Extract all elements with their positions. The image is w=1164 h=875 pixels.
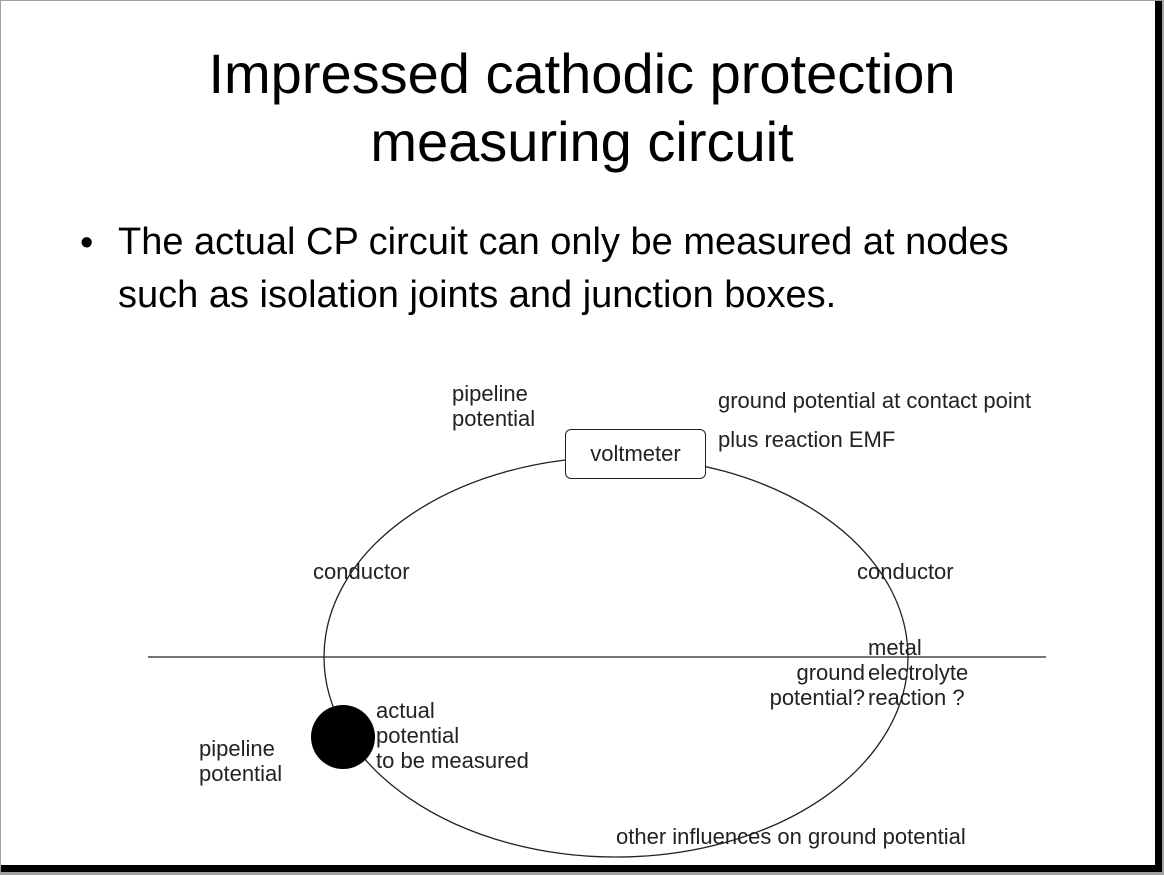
ground-potential-question: ground potential? <box>755 660 865 710</box>
bullet-text: The actual CP circuit can only be measur… <box>118 221 1009 316</box>
label-line: plus reaction EMF <box>718 427 896 452</box>
label-line: ground <box>796 660 865 685</box>
conductor-right: conductor <box>857 559 954 584</box>
label-line: metal <box>868 635 922 660</box>
metal-electrolyte-reaction: metal electrolyte reaction ? <box>868 635 968 710</box>
pipeline-node <box>311 705 375 769</box>
voltmeter-label: voltmeter <box>590 441 681 466</box>
label-line: to be measured <box>376 748 529 773</box>
label-line: actual <box>376 698 435 723</box>
actual-potential: actual potential to be measured <box>376 698 529 773</box>
title-line-1: Impressed cathodic protection <box>208 42 956 105</box>
label-line: potential <box>452 406 536 431</box>
label-line: reaction ? <box>868 685 965 710</box>
label-line: potential <box>376 723 460 748</box>
pipeline-potential-top: pipeline potential <box>452 381 535 431</box>
label-line: electrolyte <box>868 660 969 685</box>
slide-title: Impressed cathodic protection measuring … <box>0 40 1164 176</box>
pipeline-potential-bottom: pipeline potential <box>199 736 282 786</box>
other-influences: other influences on ground potential <box>616 824 966 849</box>
bullet-icon: • <box>80 222 94 264</box>
title-line-2: measuring circuit <box>370 110 794 173</box>
voltmeter-box: voltmeter <box>565 429 706 479</box>
label-line: ground potential at contact point <box>718 388 1032 413</box>
label-line: pipeline <box>452 381 528 406</box>
label-line: potential? <box>769 685 865 710</box>
label-line: pipeline <box>199 736 275 761</box>
ground-potential-contact: ground potential at contact point plus r… <box>718 381 1031 459</box>
label-line: potential <box>199 761 283 786</box>
conductor-left: conductor <box>313 559 410 584</box>
